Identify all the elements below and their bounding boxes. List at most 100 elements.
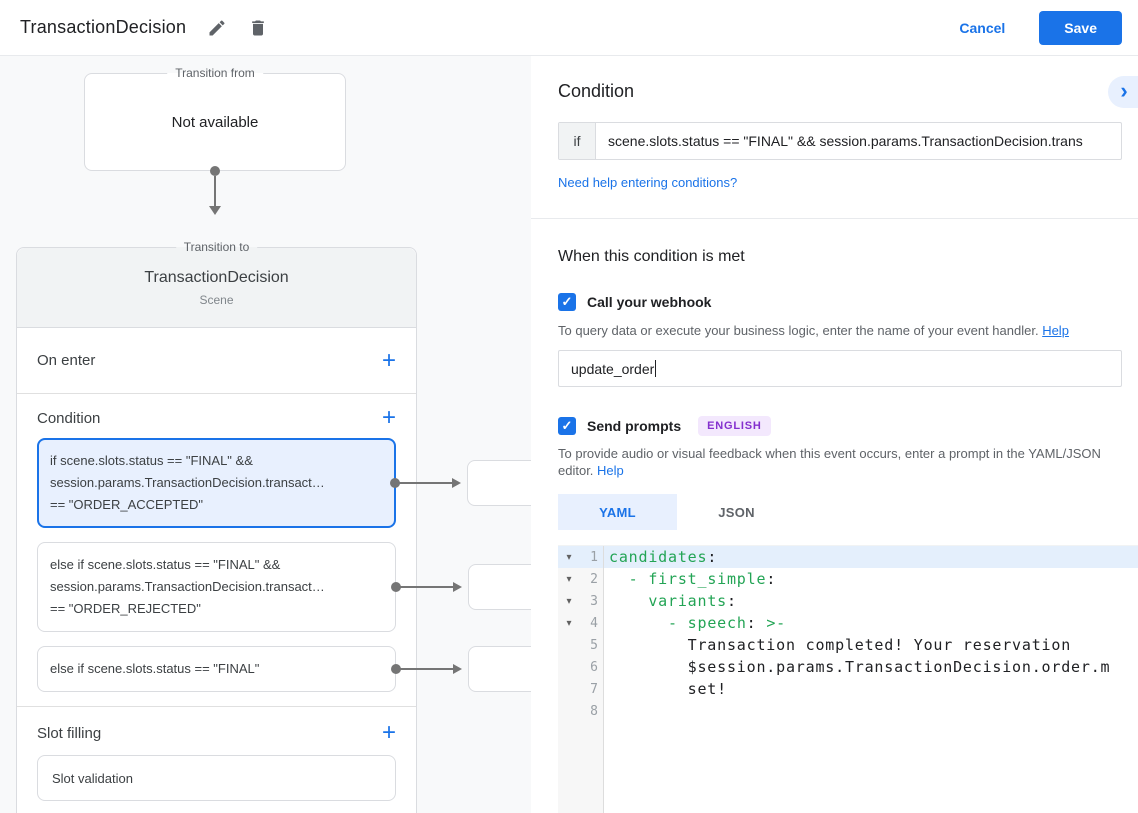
save-button[interactable]: Save <box>1039 10 1122 45</box>
transition-target-box[interactable] <box>468 564 531 610</box>
webhook-help-link[interactable]: Help <box>1042 323 1069 338</box>
scene-card-header[interactable]: TransactionDecision Scene <box>17 248 416 328</box>
cancel-button[interactable]: Cancel <box>959 19 1006 36</box>
fold-arrow-icon[interactable]: ▾ <box>566 573 572 585</box>
gutter-row: 8 <box>558 700 603 722</box>
transition-target-box[interactable] <box>468 646 531 692</box>
yaml-key-token: variants <box>648 592 727 610</box>
code-line[interactable]: variants: <box>604 590 1138 612</box>
yaml-key-token: >- <box>756 614 786 632</box>
trash-icon[interactable] <box>246 16 270 40</box>
code-text-token <box>609 570 629 588</box>
connector-dot <box>390 478 400 488</box>
collapse-panel-button[interactable]: › <box>1108 76 1138 108</box>
conditions-help-link[interactable]: Need help entering conditions? <box>558 175 738 190</box>
slot-filling-section-header: Slot filling + <box>17 707 416 755</box>
condition-line: else if scene.slots.status == "FINAL" && <box>50 557 281 572</box>
yaml-key-token: - first_simple <box>628 570 767 588</box>
line-number: 2 <box>590 571 598 587</box>
edit-icon[interactable] <box>205 16 229 40</box>
condition-line: session.params.TransactionDecision.trans… <box>50 579 325 594</box>
language-badge: ENGLISH <box>698 416 771 436</box>
tab-json[interactable]: JSON <box>718 504 755 520</box>
condition-line: if scene.slots.status == "FINAL" && <box>50 453 253 468</box>
code-line[interactable]: $session.params.TransactionDecision.orde… <box>604 656 1138 678</box>
line-number: 5 <box>590 637 598 653</box>
condition-items: if scene.slots.status == "FINAL" && sessi… <box>17 438 531 692</box>
condition-item[interactable]: else if scene.slots.status == "FINAL" <box>37 646 531 692</box>
code-text-token: $session.params.TransactionDecision.orde… <box>609 658 1111 676</box>
arrow-down-icon <box>209 206 221 215</box>
condition-expression-input[interactable]: if scene.slots.status == "FINAL" && sess… <box>558 122 1122 160</box>
panel-divider <box>531 218 1138 219</box>
code-text-token: : <box>766 570 777 588</box>
code-line[interactable]: - first_simple: <box>604 568 1138 590</box>
connector-line <box>400 586 454 588</box>
condition-item[interactable]: else if scene.slots.status == "FINAL" &&… <box>37 542 531 632</box>
line-number: 4 <box>590 615 598 631</box>
editor-code[interactable]: candidates: - first_simple: variants: - … <box>604 546 1138 813</box>
condition-line: else if scene.slots.status == "FINAL" <box>50 661 260 676</box>
section-divider <box>17 706 416 707</box>
slot-validation-item[interactable]: Slot validation <box>37 755 396 801</box>
code-line[interactable]: - speech: >- <box>604 612 1138 634</box>
code-text-token: : <box>746 614 757 632</box>
yaml-key-token: candidates <box>609 548 708 566</box>
code-line[interactable]: candidates: <box>604 546 1138 568</box>
tab-yaml[interactable]: YAML <box>558 494 677 530</box>
scene-diagram-canvas[interactable]: Transition from Not available Transition… <box>0 56 531 813</box>
transition-target-box[interactable] <box>467 460 531 506</box>
code-line[interactable]: Transaction completed! Your reservation <box>604 634 1138 656</box>
code-line[interactable] <box>604 700 1138 722</box>
event-handler-input[interactable]: update_order <box>558 350 1122 387</box>
condition-expression-value[interactable]: scene.slots.status == "FINAL" && session… <box>608 133 1083 149</box>
add-condition-button[interactable]: + <box>381 404 396 431</box>
arrow-right-icon <box>453 582 462 592</box>
transition-from-label: Transition from <box>167 66 263 80</box>
connector-dot <box>210 166 220 176</box>
add-slot-button[interactable]: + <box>381 719 396 746</box>
condition-line: session.params.TransactionDecision.trans… <box>50 475 325 490</box>
code-text-token: Transaction completed! Your reservation <box>609 636 1072 654</box>
connector-line <box>399 482 453 484</box>
line-number: 8 <box>590 703 598 719</box>
gutter-row: 6 <box>558 656 603 678</box>
fold-arrow-icon[interactable]: ▾ <box>566 595 572 607</box>
text-caret <box>655 360 657 377</box>
connector-dot <box>391 664 401 674</box>
code-line[interactable]: set! <box>604 678 1138 700</box>
send-prompts-label: Send prompts <box>587 418 682 434</box>
webhook-helper-text: To query data or execute your business l… <box>558 322 1122 339</box>
gutter-row: ▾3 <box>558 590 603 612</box>
when-condition-met-title: When this condition is met <box>558 248 745 265</box>
yaml-key-token: - speech <box>668 614 747 632</box>
page-title: TransactionDecision <box>20 17 187 37</box>
arrow-right-icon <box>453 664 462 674</box>
scene-type: Scene <box>199 292 234 307</box>
if-prefix: if <box>559 123 596 159</box>
code-text-token <box>609 592 648 610</box>
condition-section-label: Condition <box>37 409 101 427</box>
on-enter-section[interactable]: On enter + <box>17 328 416 394</box>
call-webhook-row: ✓ Call your webhook <box>558 293 1122 311</box>
fold-arrow-icon[interactable]: ▾ <box>566 551 572 563</box>
transition-to-card: Transition to TransactionDecision Scene … <box>16 240 531 813</box>
slot-validation-label: Slot validation <box>52 770 133 786</box>
condition-item[interactable]: if scene.slots.status == "FINAL" && sessi… <box>37 438 531 528</box>
condition-section-header: Condition + <box>17 394 416 438</box>
line-number: 1 <box>590 549 598 565</box>
send-prompts-checkbox[interactable]: ✓ <box>558 417 576 435</box>
transition-from-box[interactable]: Transition from Not available <box>84 66 346 171</box>
code-text-token: : <box>726 592 737 610</box>
webhook-checkbox[interactable]: ✓ <box>558 293 576 311</box>
prompts-help-link[interactable]: Help <box>597 463 624 478</box>
gutter-row: 7 <box>558 678 603 700</box>
fold-arrow-icon[interactable]: ▾ <box>566 617 572 629</box>
editor-tabs: YAML JSON <box>558 494 1122 530</box>
line-number: 7 <box>590 681 598 697</box>
add-on-enter-button[interactable]: + <box>381 346 396 374</box>
connector-line <box>214 176 216 206</box>
transition-to-label: Transition to <box>175 240 258 254</box>
